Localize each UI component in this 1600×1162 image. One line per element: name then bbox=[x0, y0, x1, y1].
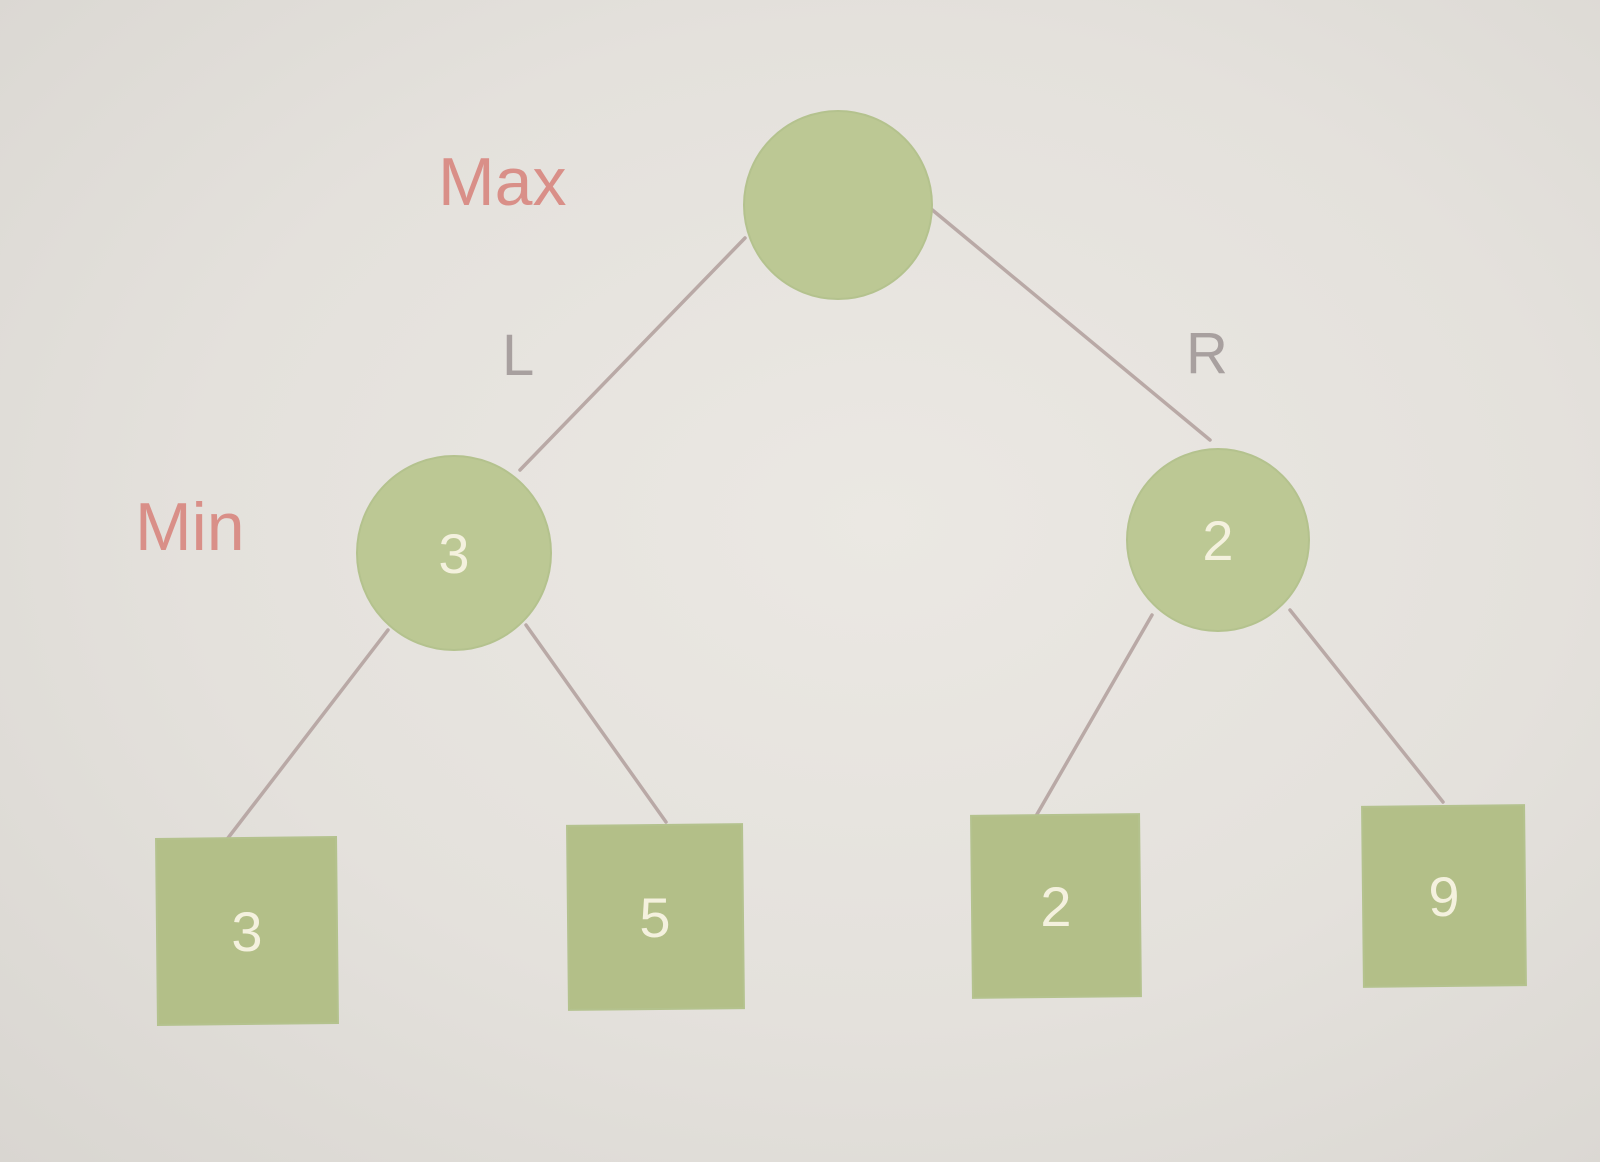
branch-label-left: L bbox=[502, 323, 534, 388]
leaf-4-value: 9 bbox=[1428, 865, 1459, 928]
min-left-value: 3 bbox=[438, 522, 469, 585]
min-right-value: 2 bbox=[1202, 509, 1233, 572]
edge-left-leaf2 bbox=[524, 623, 668, 824]
leaf-node: 2 bbox=[970, 813, 1142, 999]
leaf-2-box bbox=[566, 823, 745, 1011]
leaf-node: 5 bbox=[566, 823, 745, 1011]
leaf-3-box bbox=[970, 813, 1142, 999]
min-right-circle bbox=[1126, 448, 1310, 632]
leaf-3-value: 2 bbox=[1040, 875, 1071, 938]
max-node-root bbox=[743, 110, 933, 300]
leaf-4-box bbox=[1361, 804, 1527, 988]
branch-label-right: R bbox=[1186, 321, 1228, 386]
leaf-node: 3 bbox=[155, 836, 339, 1026]
max-level-label: Max bbox=[438, 144, 566, 220]
min-node-right: 2 bbox=[1126, 448, 1310, 632]
edge-root-left bbox=[518, 236, 747, 472]
leaf-node: 9 bbox=[1361, 804, 1527, 988]
tree-edges bbox=[226, 206, 1445, 840]
edge-root-right bbox=[928, 206, 1212, 442]
root-circle bbox=[743, 110, 933, 300]
min-level-label: Min bbox=[135, 489, 245, 565]
edge-left-leaf1 bbox=[226, 628, 390, 840]
leaf-1-box bbox=[155, 836, 339, 1026]
edge-right-leaf4 bbox=[1288, 608, 1445, 804]
leaf-2-value: 5 bbox=[639, 886, 670, 949]
min-node-left: 3 bbox=[356, 455, 552, 651]
min-left-circle bbox=[356, 455, 552, 651]
edge-right-leaf3 bbox=[1034, 613, 1154, 818]
leaf-1-value: 3 bbox=[231, 900, 262, 963]
